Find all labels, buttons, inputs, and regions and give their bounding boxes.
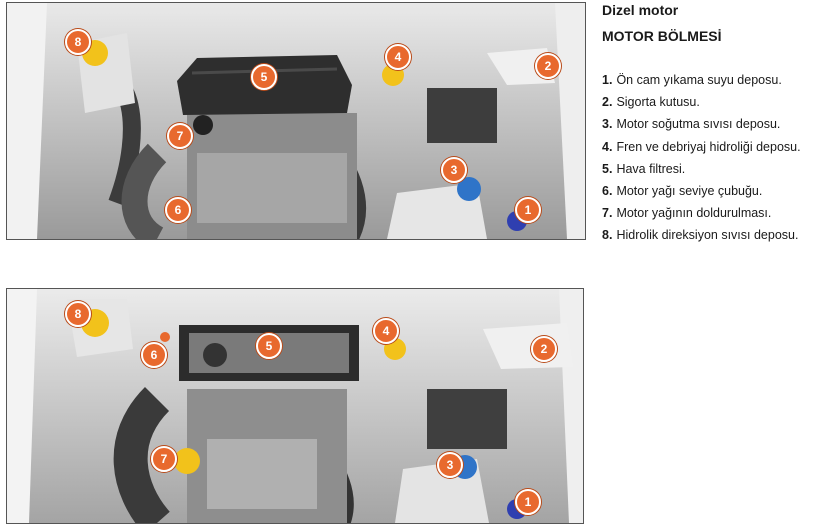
engine-photo-2: 8 5 4 2 6 7 3 1	[6, 288, 584, 524]
marker-4: 4	[373, 318, 399, 344]
legend-item: 2.Sigorta kutusu.	[602, 91, 801, 113]
legend-number: 1.	[602, 73, 613, 87]
legend-number: 5.	[602, 161, 613, 176]
legend-text: Hava filtresi.	[616, 161, 686, 176]
legend-item: 7.Motor yağının doldurulması.	[602, 202, 801, 224]
legend-number: 4.	[602, 139, 613, 154]
legend-text: Fren ve debriyaj hidroliği deposu.	[616, 139, 801, 154]
marker-8: 8	[65, 29, 91, 55]
legend-number: 7.	[602, 206, 613, 221]
legend-text: Hidrolik direksiyon sıvısı deposu.	[616, 228, 799, 243]
page-title: Dizel motor	[602, 2, 679, 18]
marker-5: 5	[251, 64, 277, 90]
marker-7: 7	[151, 446, 177, 472]
marker-6: 6	[165, 197, 191, 223]
legend-item: 5.Hava filtresi.	[602, 158, 801, 180]
legend-number: 2.	[602, 95, 613, 110]
legend-text: Ön cam yıkama suyu deposu.	[616, 73, 782, 87]
legend-item: 3.Motor soğutma sıvısı deposu.	[602, 113, 801, 135]
marker-6: 6	[141, 342, 167, 368]
marker-8: 8	[65, 301, 91, 327]
legend-number: 8.	[602, 228, 613, 243]
marker-2: 2	[531, 336, 557, 362]
marker-1: 1	[515, 489, 541, 515]
marker-5: 5	[256, 333, 282, 359]
marker-1: 1	[515, 197, 541, 223]
engine-illustration-2	[7, 289, 583, 523]
parts-legend: 1.Ön cam yıkama suyu deposu. 2.Sigorta k…	[602, 69, 801, 247]
legend-text: Motor yağının doldurulması.	[616, 206, 772, 221]
section-title: MOTOR BÖLMESİ	[602, 28, 722, 44]
marker-7: 7	[167, 123, 193, 149]
legend-text: Motor yağı seviye çubuğu.	[616, 184, 763, 199]
marker-3: 3	[441, 157, 467, 183]
legend-item: 1.Ön cam yıkama suyu deposu.	[602, 69, 801, 91]
legend-item: 4.Fren ve debriyaj hidroliği deposu.	[602, 136, 801, 158]
legend-text: Sigorta kutusu.	[616, 95, 700, 110]
legend-text: Motor soğutma sıvısı deposu.	[616, 117, 781, 132]
legend-item: 8.Hidrolik direksiyon sıvısı deposu.	[602, 224, 801, 246]
legend-number: 3.	[602, 117, 613, 132]
legend-number: 6.	[602, 184, 613, 199]
marker-4: 4	[385, 44, 411, 70]
engine-photo-1: 8 5 4 2 7 3 6 1	[6, 2, 586, 240]
legend-item: 6.Motor yağı seviye çubuğu.	[602, 180, 801, 202]
marker-3: 3	[437, 452, 463, 478]
marker-2: 2	[535, 53, 561, 79]
engine-illustration-1	[7, 3, 585, 239]
